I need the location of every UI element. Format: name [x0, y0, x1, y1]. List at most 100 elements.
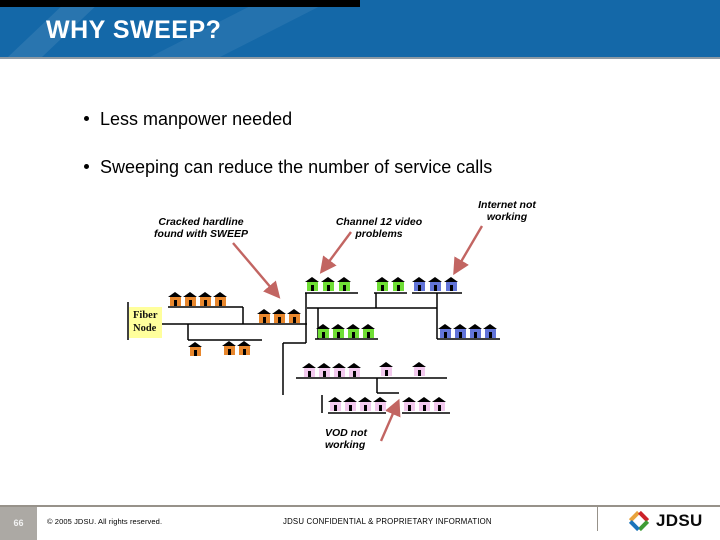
- house-icon: [438, 324, 453, 339]
- house-roof: [287, 309, 301, 314]
- footer-vertical-divider: [597, 505, 598, 531]
- callout-arrow: [319, 231, 352, 274]
- house-door: [189, 300, 192, 306]
- house-icon: [272, 309, 287, 324]
- house-icon: [402, 397, 417, 412]
- callout-arrow: [379, 398, 401, 442]
- house-icon: [183, 292, 198, 307]
- house-icon: [453, 324, 468, 339]
- house-door: [263, 317, 266, 323]
- bullet-text: Sweeping can reduce the number of servic…: [100, 157, 493, 177]
- house-roof: [379, 362, 393, 367]
- house-door: [418, 370, 421, 376]
- house-door: [367, 332, 370, 338]
- house-roof: [316, 324, 330, 329]
- house-roof: [321, 277, 335, 282]
- bullet-icon: [84, 164, 89, 169]
- house-icon: [222, 341, 237, 356]
- house-icon: [432, 397, 447, 412]
- house-roof: [391, 277, 405, 282]
- callout-text: Cracked hardline: [158, 216, 244, 228]
- house-roof: [346, 324, 360, 329]
- jdsu-logo: JDSU: [627, 509, 703, 533]
- house-icon: [358, 397, 373, 412]
- house-roof: [373, 397, 387, 402]
- house-icon: [444, 277, 459, 292]
- house-door: [243, 349, 246, 355]
- house-roof: [272, 309, 286, 314]
- house-icon: [343, 397, 358, 412]
- house-icon: [302, 363, 317, 378]
- house-roof: [222, 341, 236, 346]
- callout-channel12: Channel 12 video problems: [330, 216, 428, 240]
- house-icon: [468, 324, 483, 339]
- house-roof: [332, 363, 346, 368]
- house-door: [444, 332, 447, 338]
- copyright-text: © 2005 JDSU. All rights reserved.: [47, 517, 163, 526]
- house-icon: [188, 342, 203, 357]
- house-door: [219, 300, 222, 306]
- house-icon: [412, 362, 427, 377]
- house-icon: [379, 362, 394, 377]
- house-roof: [432, 397, 446, 402]
- house-door: [334, 405, 337, 411]
- jdsu-logo-text: JDSU: [656, 511, 703, 530]
- house-door: [327, 285, 330, 291]
- callout-cracked-hardline: Cracked hardline found with SWEEP: [145, 216, 257, 240]
- house-door: [228, 349, 231, 355]
- house-roof: [468, 324, 482, 329]
- house-door: [322, 332, 325, 338]
- house-roof: [213, 292, 227, 297]
- house-door: [194, 350, 197, 356]
- footer-divider-line: [0, 505, 720, 507]
- house-icon: [287, 309, 302, 324]
- house-door: [278, 317, 281, 323]
- house-door: [397, 285, 400, 291]
- house-door: [364, 405, 367, 411]
- house-roof: [402, 397, 416, 402]
- house-door: [308, 371, 311, 377]
- jdsu-pinwheel-icon: [628, 510, 650, 532]
- house-icon: [346, 324, 361, 339]
- house-icon: [321, 277, 336, 292]
- house-door: [343, 285, 346, 291]
- house-roof: [412, 277, 426, 282]
- title-banner: WHY SWEEP?: [0, 0, 720, 59]
- house-door: [311, 285, 314, 291]
- house-icon: [375, 277, 390, 292]
- callout-text: working: [486, 211, 528, 223]
- house-door: [381, 285, 384, 291]
- house-door: [489, 332, 492, 338]
- house-icon: [412, 277, 427, 292]
- house-door: [459, 332, 462, 338]
- house-roof: [444, 277, 458, 282]
- house-roof: [317, 363, 331, 368]
- house-door: [385, 370, 388, 376]
- callout-text: problems: [355, 228, 403, 240]
- slide-number-badge: 66: [0, 507, 37, 540]
- house-roof: [428, 277, 442, 282]
- house-icon: [361, 324, 376, 339]
- house-roof: [302, 363, 316, 368]
- house-icon: [331, 324, 346, 339]
- house-door: [337, 332, 340, 338]
- house-door: [450, 285, 453, 291]
- list-item: Sweeping can reduce the number of servic…: [84, 156, 644, 178]
- house-icon: [337, 277, 352, 292]
- house-roof: [183, 292, 197, 297]
- house-door: [474, 332, 477, 338]
- house-roof: [361, 324, 375, 329]
- house-door: [418, 285, 421, 291]
- house-roof: [343, 397, 357, 402]
- house-roof: [483, 324, 497, 329]
- house-roof: [438, 324, 452, 329]
- bullet-list: Less manpower needed Sweeping can reduce…: [84, 108, 644, 204]
- callout-text: Internet not: [478, 199, 536, 211]
- top-black-strip: [0, 0, 360, 7]
- house-icon: [317, 363, 332, 378]
- house-icon: [198, 292, 213, 307]
- house-icon: [213, 292, 228, 307]
- callout-text: found with SWEEP: [154, 228, 248, 240]
